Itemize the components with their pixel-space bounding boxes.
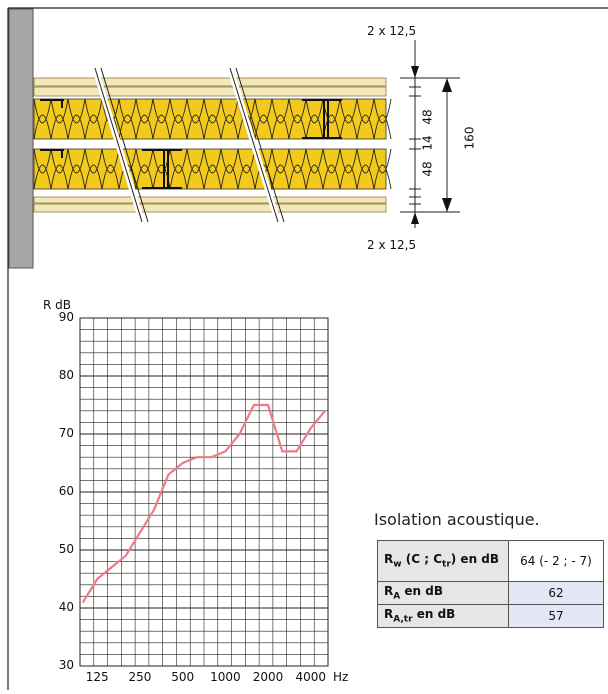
dim-14-label: 14 — [420, 135, 435, 151]
x-tick-label: 125 — [85, 670, 109, 684]
acoustic-title: Isolation acoustique. — [374, 510, 540, 529]
data-point — [210, 456, 212, 459]
insulation-layer — [33, 148, 387, 190]
break-line — [100, 67, 149, 223]
x-tick-label: 250 — [128, 670, 152, 684]
data-point — [167, 473, 170, 476]
label-sub: w — [393, 559, 402, 570]
label-sub2: tr — [442, 559, 451, 570]
data-point — [267, 404, 269, 406]
x-tick-label: 2000 — [252, 670, 284, 684]
label-rest: en dB — [400, 584, 443, 599]
board-layer — [33, 77, 387, 87]
partition-section — [33, 67, 392, 223]
dim-top-label: 2 x 12,5 — [367, 24, 417, 38]
y-tick-label: 70 — [58, 426, 74, 440]
x-tick-label: 1000 — [210, 670, 241, 684]
insulation-hatch — [33, 148, 392, 190]
label-main: R — [384, 552, 394, 567]
data-point — [324, 410, 326, 412]
label-main: R — [384, 607, 394, 622]
dim-48-top-label: 48 — [420, 109, 435, 125]
row-label-rw: Rw (C ; Ctr) en dB — [377, 540, 509, 582]
data-point — [309, 427, 312, 430]
row-value-ra: 62 — [508, 581, 604, 605]
x-axis-unit: Hz — [333, 670, 349, 684]
data-point — [238, 433, 241, 435]
insulation-layer — [33, 98, 387, 140]
board-layer — [33, 86, 387, 97]
y-axis-label: R dB — [43, 298, 72, 312]
board-layer — [33, 196, 387, 204]
data-point — [253, 404, 255, 406]
row-label-ra: RA en dB — [377, 581, 509, 605]
acoustic-chart — [79, 317, 329, 667]
data-point — [295, 450, 298, 453]
y-tick-label: 40 — [58, 600, 74, 614]
x-tick-label: 4000 — [295, 670, 327, 684]
data-point — [124, 555, 127, 557]
label-rest: en dB — [412, 607, 456, 622]
label-main: R — [384, 584, 394, 599]
row-label-ratr: RA,tr en dB — [377, 604, 509, 628]
data-point — [96, 578, 99, 580]
dim-arrow — [442, 78, 452, 212]
metal-stud — [142, 149, 182, 189]
y-tick-label: 60 — [58, 484, 74, 498]
data-point — [281, 450, 284, 453]
wall-section — [8, 8, 34, 269]
stud-flange — [40, 149, 64, 158]
table-row: Rw (C ; Ctr) en dB 64 (- 2 ; - 7) — [377, 540, 604, 582]
data-point — [196, 456, 198, 459]
dimension-lines — [400, 40, 460, 228]
label-sub: A,tr — [393, 614, 413, 625]
break-line — [229, 67, 279, 223]
label-rest: (C ; C — [401, 552, 443, 567]
data-point — [139, 531, 141, 534]
break-line — [235, 67, 285, 223]
data-point — [153, 508, 155, 511]
y-tick-label: 30 — [58, 658, 74, 672]
dim-total-label: 160 — [462, 126, 477, 150]
dim-48-bottom-label: 48 — [420, 161, 435, 177]
metal-stud — [302, 99, 342, 139]
table-row: RA en dB 62 — [377, 581, 604, 605]
acoustic-table: Rw (C ; Ctr) en dB 64 (- 2 ; - 7) RA en … — [377, 540, 604, 628]
plot-frame — [79, 317, 329, 667]
data-point — [181, 462, 184, 464]
stud-flange — [40, 99, 64, 108]
board-layer — [33, 203, 387, 213]
dim-bottom-label: 2 x 12,5 — [367, 238, 417, 252]
break-line — [94, 67, 143, 223]
label-sub: A — [393, 591, 401, 602]
data-point — [224, 450, 227, 453]
data-point — [82, 601, 84, 603]
y-tick-label: 90 — [58, 310, 74, 324]
row-value-ratr: 57 — [508, 604, 604, 628]
y-tick-label: 80 — [58, 368, 74, 382]
table-row: RA,tr en dB 57 — [377, 604, 604, 628]
row-value-rw: 64 (- 2 ; - 7) — [508, 540, 604, 582]
x-tick-label: 500 — [171, 670, 195, 684]
data-point — [110, 566, 113, 569]
y-tick-label: 50 — [58, 542, 74, 556]
series-line — [82, 403, 326, 603]
label-rest2: ) en dB — [450, 552, 500, 567]
